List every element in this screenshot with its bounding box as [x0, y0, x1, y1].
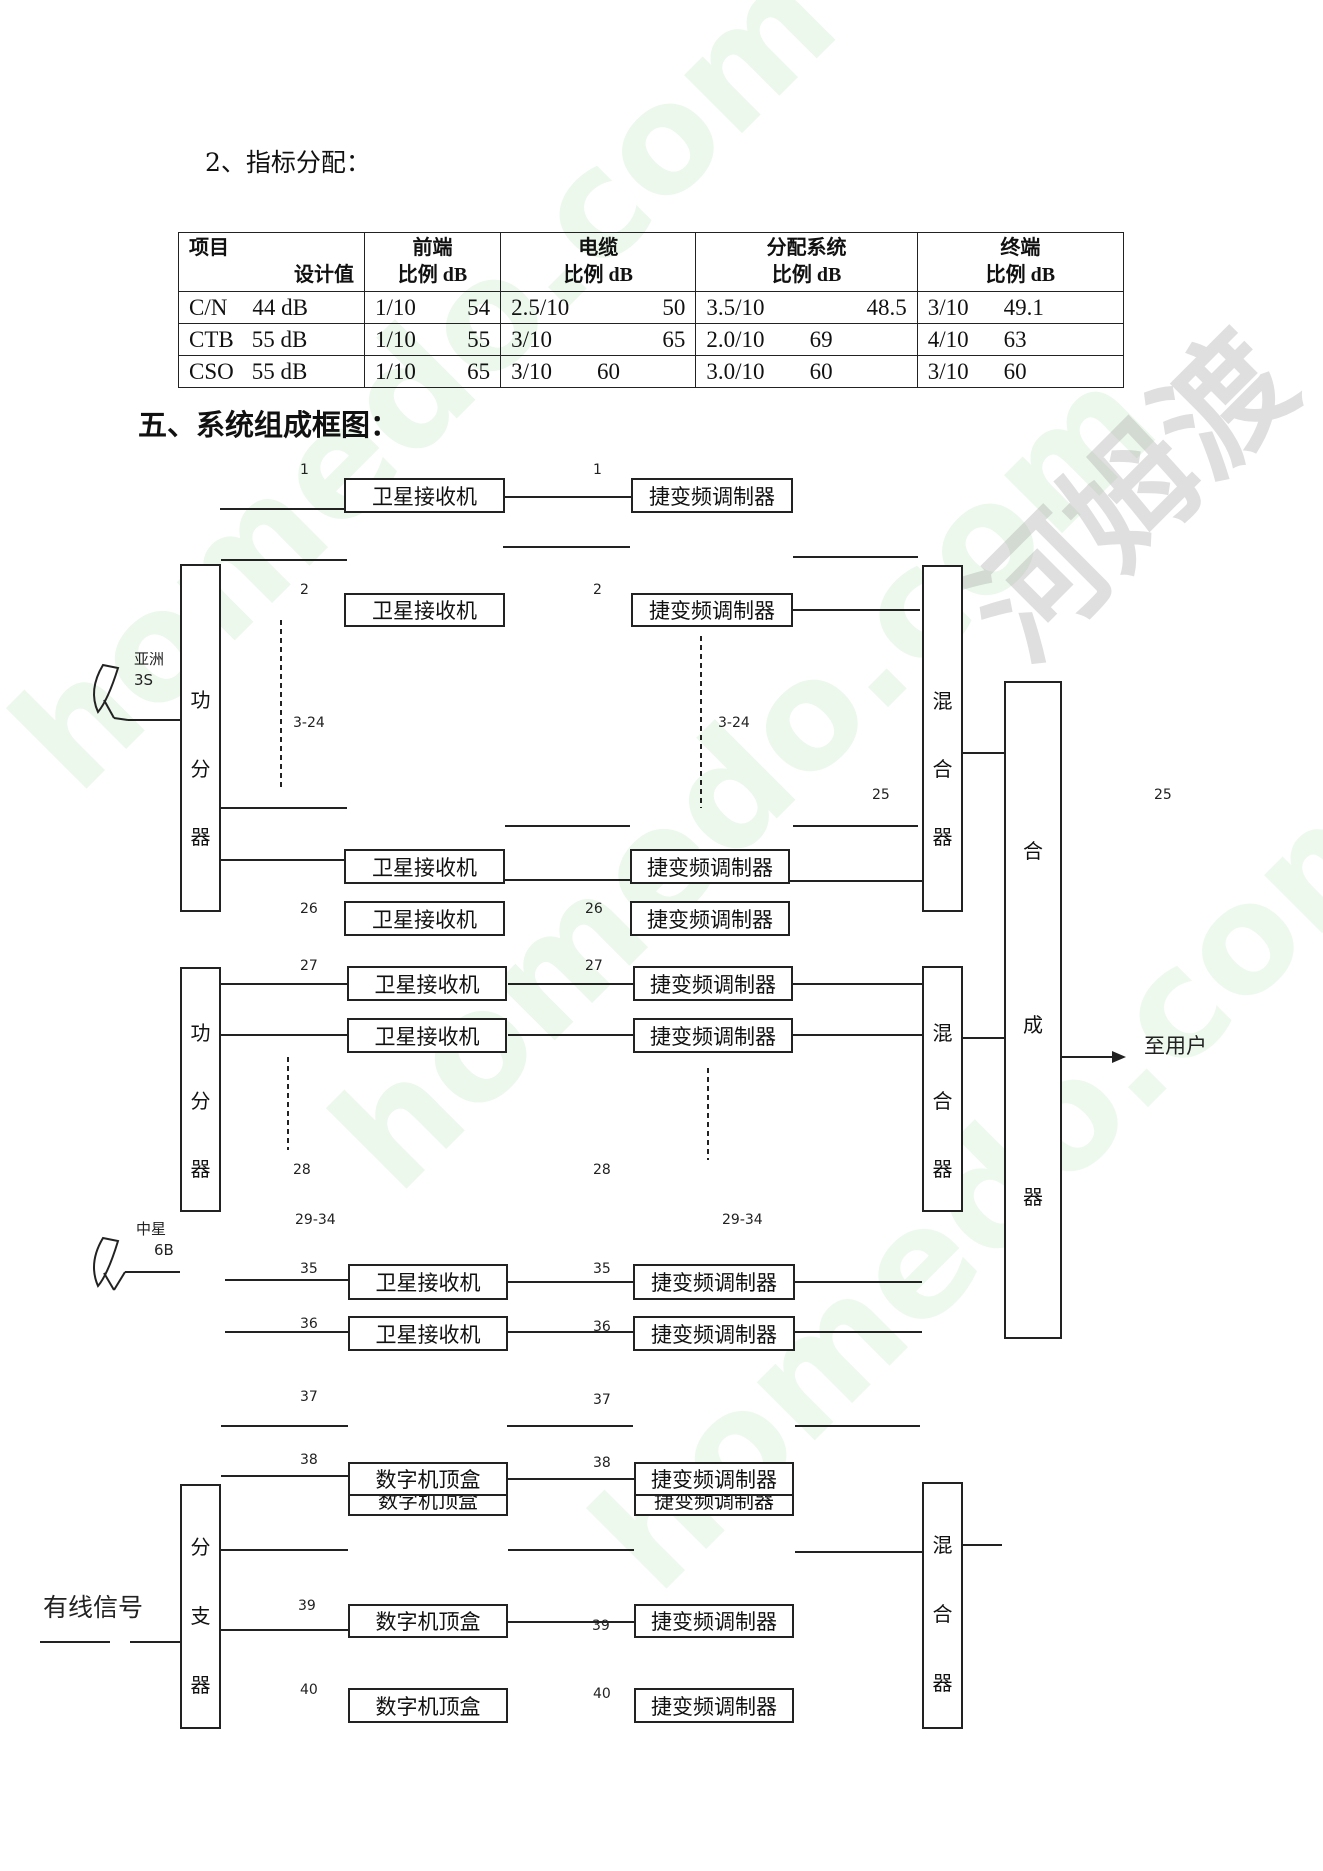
- channel-number: 37: [300, 1389, 318, 1405]
- mixer-top: 混 合 器: [922, 565, 963, 912]
- satellite-receiver-35: 卫星接收机: [348, 1264, 508, 1300]
- section-heading-diagram: 五、系统组成框图：: [138, 408, 400, 442]
- channel-number: 26: [300, 901, 318, 917]
- channel-number: 28: [293, 1162, 311, 1178]
- channel-number: 38: [593, 1455, 611, 1471]
- channel-number: 25: [872, 787, 890, 803]
- agile-modulator-27: 捷变频调制器: [633, 966, 793, 1001]
- channel-number: 26: [585, 901, 603, 917]
- agile-modulator-36: 捷变频调制器: [633, 1316, 795, 1351]
- dish1-label-line1: 亚洲: [134, 650, 165, 668]
- power-splitter-top: 功 分 器: [180, 564, 221, 912]
- agile-modulator-35: 捷变频调制器: [633, 1264, 795, 1300]
- cable-signal-label: 有线信号: [43, 1593, 144, 1622]
- to-user-label: 至用户: [1144, 1034, 1207, 1058]
- satellite-receiver-36: 卫星接收机: [348, 1316, 508, 1351]
- channel-number: 2: [300, 582, 309, 598]
- header-design-label: 设计值: [294, 264, 354, 286]
- agile-modulator-40: 捷变频调制器: [634, 1688, 794, 1723]
- dish2-label-line2: 6B: [154, 1241, 174, 1259]
- channel-number: 29-34: [722, 1212, 763, 1228]
- satellite-receiver-27: 卫星接收机: [347, 966, 507, 1001]
- table-header-col: 终端比例 dB: [916, 232, 1125, 292]
- channel-number: 38: [300, 1452, 318, 1468]
- channel-number: 1: [300, 462, 309, 478]
- satellite-receiver-28: 卫星接收机: [347, 1018, 507, 1053]
- agile-modulator-25: 捷变频调制器: [630, 849, 790, 884]
- table-header-row: 项目 设计值 前端比例 dB 电缆比例 dB 分配系统比例 dB 终端比例 dB: [178, 232, 1125, 292]
- set-top-box-40: 数字机顶盒: [348, 1688, 508, 1723]
- agile-modulator-28: 捷变频调制器: [633, 1018, 793, 1053]
- channel-number: 1: [593, 462, 602, 478]
- agile-modulator-26: 捷变频调制器: [630, 901, 790, 936]
- table-header-col: 分配系统比例 dB: [695, 232, 918, 292]
- dish2-label-line1: 中星: [136, 1220, 167, 1238]
- branch-splitter: 分 支 器: [180, 1484, 221, 1729]
- satellite-dish-icon: [93, 1236, 126, 1291]
- channel-number: 37: [593, 1392, 611, 1408]
- set-top-box-38: 数字机顶盒: [348, 1462, 508, 1496]
- agile-modulator-39: 捷变频调制器: [634, 1604, 794, 1638]
- satellite-dish-icon: [93, 663, 129, 721]
- channel-number: 29-34: [295, 1212, 336, 1228]
- combiner: 合 成 器: [1004, 681, 1062, 1339]
- channel-number: 25: [1154, 787, 1172, 803]
- section-heading-index: 2、指标分配：: [205, 148, 371, 177]
- channel-number: 39: [298, 1598, 316, 1614]
- satellite-receiver-26: 卫星接收机: [344, 901, 505, 936]
- channel-number: 36: [593, 1319, 611, 1335]
- agile-modulator-1: 捷变频调制器: [631, 478, 793, 513]
- satellite-receiver-2: 卫星接收机: [344, 593, 505, 627]
- set-top-box-39: 数字机顶盒: [348, 1604, 508, 1638]
- satellite-receiver-25: 卫星接收机: [344, 849, 505, 884]
- agile-modulator-38: 捷变频调制器: [634, 1462, 794, 1496]
- power-splitter-middle: 功 分 器: [180, 967, 221, 1212]
- mixer-middle: 混 合 器: [922, 966, 963, 1212]
- channel-number: 3-24: [293, 715, 325, 731]
- dish1-label-line2: 3S: [134, 671, 154, 689]
- header-item-label: 项目: [189, 237, 229, 259]
- channel-number: 36: [300, 1316, 318, 1332]
- channel-number: 2: [593, 582, 602, 598]
- mixer-bottom: 混 合 器: [922, 1482, 963, 1729]
- channel-number: 27: [585, 958, 603, 974]
- channel-number: 35: [593, 1261, 611, 1277]
- channel-number: 39: [592, 1618, 610, 1634]
- table-header-col: 电缆比例 dB: [500, 232, 697, 292]
- table-header-item: 项目 设计值: [178, 232, 365, 292]
- channel-number: 40: [300, 1682, 318, 1698]
- channel-number: 27: [300, 958, 318, 974]
- index-allocation-table: 项目 设计值 前端比例 dB 电缆比例 dB 分配系统比例 dB 终端比例 dB…: [178, 232, 1125, 388]
- satellite-receiver-1: 卫星接收机: [344, 478, 505, 513]
- channel-number: 28: [593, 1162, 611, 1178]
- channel-number: 40: [593, 1686, 611, 1702]
- channel-number: 35: [300, 1261, 318, 1277]
- channel-number: 3-24: [718, 715, 750, 731]
- agile-modulator-2: 捷变频调制器: [631, 593, 793, 627]
